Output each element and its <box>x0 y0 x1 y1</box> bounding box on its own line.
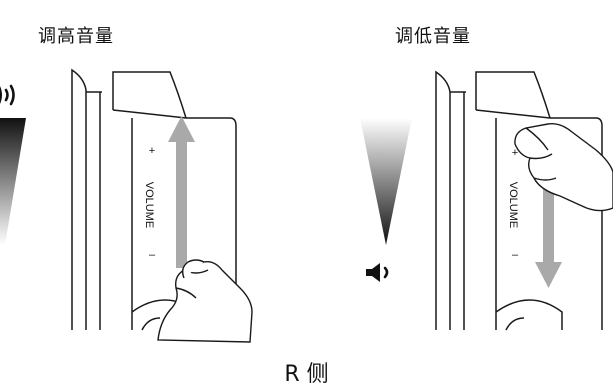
hand-icon <box>514 122 613 212</box>
volume-up-arrow <box>168 116 195 268</box>
minus-label: – <box>149 249 156 261</box>
panel-title-volume-down: 调低音量 <box>395 26 471 47</box>
device-side-right <box>435 70 603 331</box>
volume-gradient-wedge <box>0 118 26 245</box>
minus-label: – <box>512 249 519 261</box>
panel-title-volume-up: 调高音量 <box>38 26 114 47</box>
volume-down-panel: + – VOLUME <box>360 70 613 331</box>
plus-label: + <box>149 145 155 157</box>
volume-label: VOLUME <box>143 182 155 228</box>
speaker-high-icon <box>0 84 15 106</box>
hand-icon <box>157 259 253 343</box>
volume-label: VOLUME <box>507 182 519 228</box>
speaker-low-icon <box>366 263 389 282</box>
volume-down-arrow <box>535 172 562 288</box>
volume-up-panel: + – VOLUME <box>0 68 253 343</box>
plus-label: + <box>512 147 518 159</box>
side-caption: R 侧 <box>284 362 329 387</box>
volume-gradient-wedge <box>360 118 412 245</box>
